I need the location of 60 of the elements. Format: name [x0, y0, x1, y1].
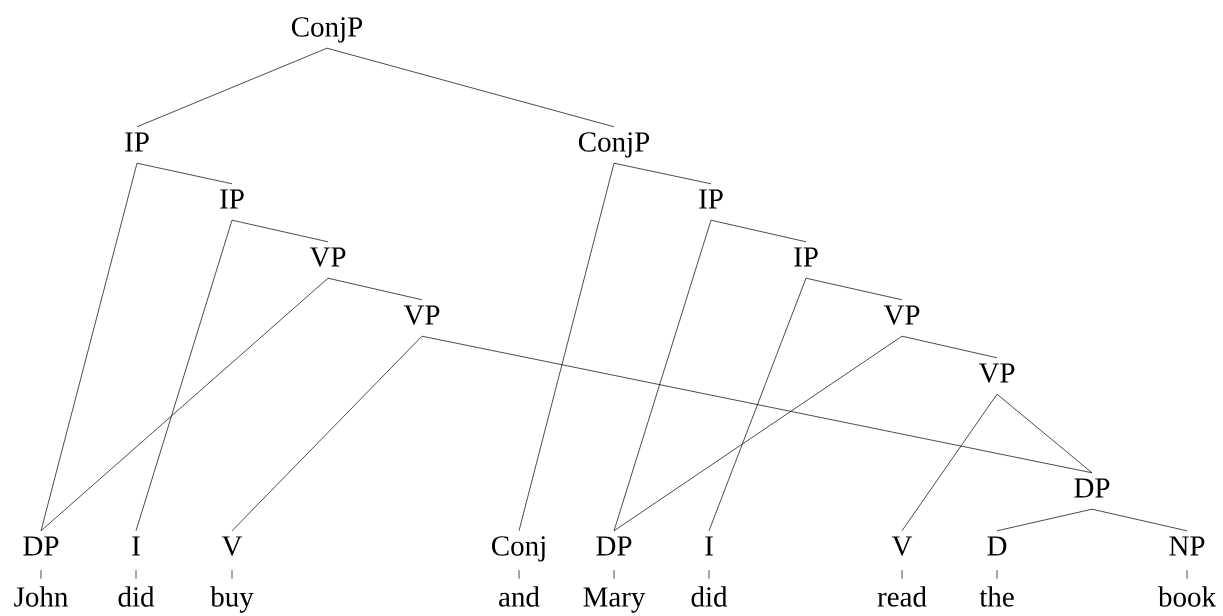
category-label: V [221, 536, 243, 556]
tree-branch [901, 393, 998, 532]
category-label: VP [403, 305, 440, 325]
tree-branch [613, 162, 712, 185]
lexical-tick [40, 569, 42, 580]
word-label: Mary [583, 587, 646, 613]
category-label: IP [125, 132, 149, 152]
tree-branch [518, 162, 615, 532]
tree-branch [613, 219, 712, 532]
category-label: VP [309, 247, 346, 267]
category-label: I [705, 536, 713, 556]
tree-branch [421, 335, 1093, 474]
tree-branch [613, 335, 903, 532]
tree-branch [326, 47, 615, 128]
word-label: the [979, 586, 1014, 607]
tree-branch [231, 335, 423, 532]
tree-branch [708, 277, 807, 532]
category-label: IP [699, 189, 723, 209]
tree-branch [1091, 508, 1188, 532]
lexical-tick [518, 569, 520, 580]
category-label: DP [23, 536, 59, 556]
category-label: NP [1169, 536, 1205, 556]
tree-branch [40, 162, 138, 532]
category-label: VP [978, 363, 1015, 383]
tree-branch [40, 277, 329, 532]
category-label: D [987, 536, 1007, 556]
lexical-tick [901, 569, 903, 580]
lexical-tick [231, 569, 233, 580]
category-label: ConjP [291, 17, 363, 43]
category-label: ConjP [578, 132, 650, 158]
category-label: I [132, 536, 140, 556]
category-label: DP [1074, 478, 1110, 498]
tree-branch [805, 277, 903, 301]
lexical-tick [708, 569, 710, 580]
category-label: VP [883, 305, 920, 325]
tree-branch [901, 335, 998, 359]
lexical-tick [613, 569, 615, 580]
word-label: John [14, 586, 68, 607]
tree-branch [710, 219, 807, 243]
tree-branch [327, 277, 423, 301]
tree-branch [136, 162, 233, 185]
lexical-tick [135, 569, 137, 580]
lexical-tick [996, 569, 998, 580]
tree-branch [136, 47, 328, 128]
word-label: buy [210, 586, 254, 613]
tree-branch [996, 508, 1093, 532]
word-label: did [118, 586, 155, 607]
word-label: read [877, 586, 927, 607]
lexical-tick [1186, 569, 1188, 580]
word-label: book [1158, 586, 1216, 607]
tree-branch [996, 393, 1093, 474]
category-label: V [891, 536, 913, 556]
word-label: and [499, 586, 540, 607]
category-label: IP [794, 247, 818, 267]
category-label: IP [220, 189, 244, 209]
category-label: DP [596, 536, 632, 556]
tree-branch [135, 219, 233, 532]
category-label: Conj [492, 536, 545, 562]
tree-branch [231, 219, 329, 243]
word-label: did [691, 586, 728, 607]
